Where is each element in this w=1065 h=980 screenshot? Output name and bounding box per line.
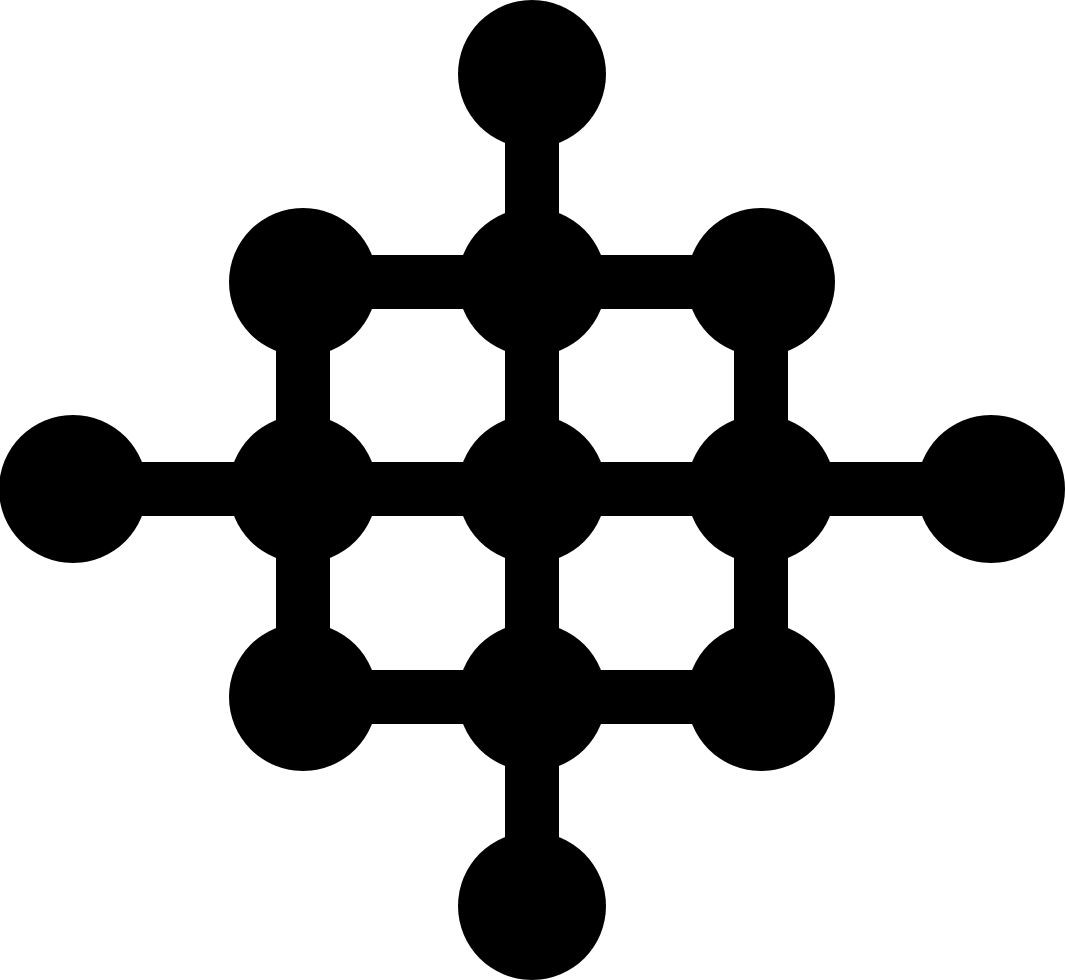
node-bottom-left [229,623,377,771]
node-left-outer [0,415,147,563]
node-bottom-outer [458,832,606,980]
node-bottom-right [687,623,835,771]
node-mid-right [687,415,835,563]
node-center [458,415,606,563]
node-mid-left [229,415,377,563]
node-right-outer [917,415,1065,563]
node-top-outer [458,0,606,148]
node-top-left [229,208,377,356]
node-top-right [687,208,835,356]
node-top-center [458,208,606,356]
node-bottom-center [458,623,606,771]
